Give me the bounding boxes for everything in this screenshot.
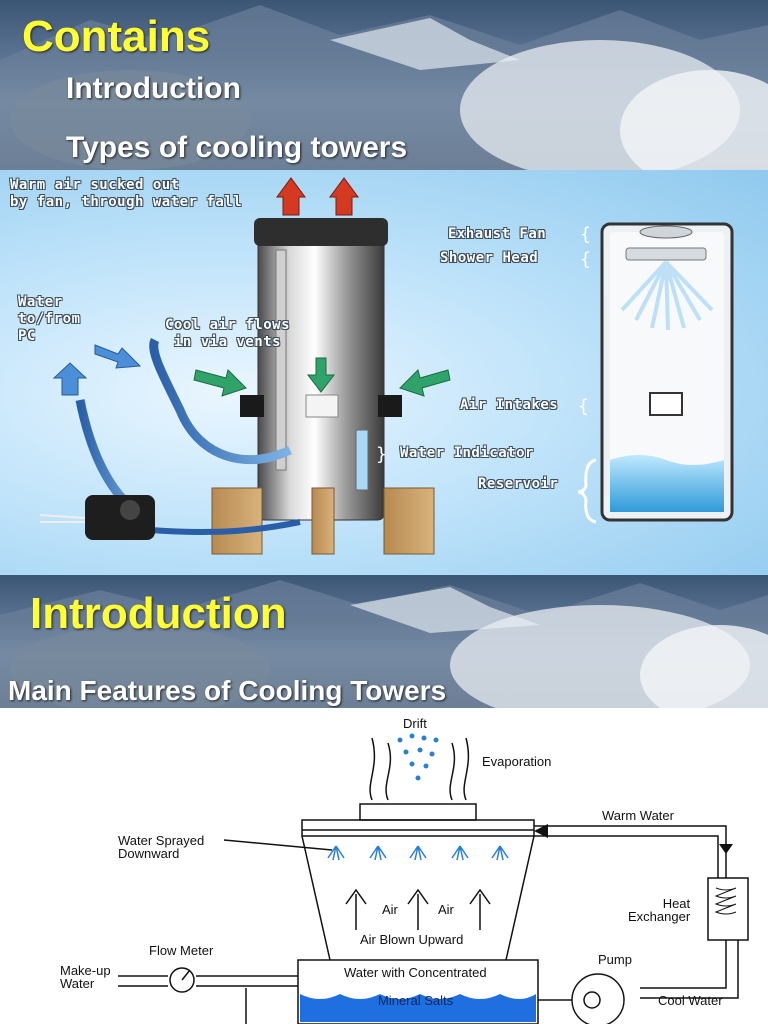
- warm-air-arrow-1: [276, 177, 306, 216]
- cool-air-arrow-left: [193, 369, 247, 397]
- slide2-header: Introduction Main Features of Cooling To…: [0, 575, 768, 708]
- bullet-introduction: Introduction: [66, 72, 241, 105]
- water-concentrated-label: Water with Concentrated: [344, 965, 487, 980]
- air-label-1: Air: [382, 902, 398, 917]
- slide1-title: Contains: [22, 12, 211, 61]
- slide2-title: Introduction: [30, 589, 287, 638]
- pc-cooling-tower-diagram: { { { } Warm air sucked out by fan, thro…: [0, 170, 768, 575]
- air-label-2: Air: [438, 902, 454, 917]
- flow-meter-label: Flow Meter: [149, 943, 214, 958]
- air-intakes-label: Air Intakes: [460, 397, 559, 413]
- mountain-background: [0, 5, 768, 170]
- cooling-tower-schematic-drawing: [118, 733, 749, 1024]
- pump-icon: [85, 495, 155, 540]
- shower-head-label: Shower Head: [440, 250, 539, 266]
- warm-air-arrow-2: [329, 177, 359, 216]
- mineral-salts-label: Mineral Salts: [378, 993, 454, 1008]
- cool-air-arrow-middle: [306, 357, 336, 393]
- svg-text:{: {: [580, 224, 591, 245]
- water-arrow-up: [52, 362, 88, 396]
- pc-tower-illustration: { { { }: [39, 177, 734, 555]
- slide2-subtitle: Main Features of Cooling Towers: [8, 675, 447, 706]
- exhaust-fan-label: Exhaust Fan: [448, 226, 547, 242]
- pump-label: Pump: [598, 952, 632, 967]
- cooling-tower-schematic: Drift Evaporation Warm Water Water Spray…: [0, 708, 768, 1024]
- water-sprayed-label: Water Sprayed Downward: [118, 833, 205, 861]
- svg-text:{: {: [580, 249, 591, 270]
- svg-text:{: {: [578, 396, 589, 417]
- water-hose: [149, 337, 293, 465]
- water-to-from-pc-label: Water to/from PC: [18, 294, 81, 344]
- svg-text:}: }: [376, 444, 387, 465]
- mountain-background: [0, 580, 768, 708]
- bullet-types-of-cooling-towers: Types of cooling towers: [66, 131, 408, 164]
- warm-water-label: Warm Water: [602, 808, 674, 823]
- warm-air-label: Warm air sucked out by fan, through wate…: [10, 177, 243, 210]
- cool-air-arrow-right: [399, 369, 451, 397]
- make-up-water-label: Make-up Water: [60, 963, 111, 991]
- evaporation-label: Evaporation: [482, 754, 552, 769]
- water-arrow-right: [94, 344, 142, 369]
- cool-water-label: Cool Water: [658, 993, 723, 1008]
- cool-air-label: Cool air flows in via vents: [165, 317, 291, 350]
- drift-label: Drift: [403, 716, 427, 731]
- slide1-header: Contains Introduction Types of cooling t…: [0, 0, 768, 170]
- reservoir-label: Reservoir: [478, 476, 559, 492]
- water-indicator-label: Water Indicator: [400, 445, 534, 461]
- heat-exchanger-label: Heat Exchanger: [628, 896, 691, 924]
- air-blown-upward-label: Air Blown Upward: [360, 932, 464, 947]
